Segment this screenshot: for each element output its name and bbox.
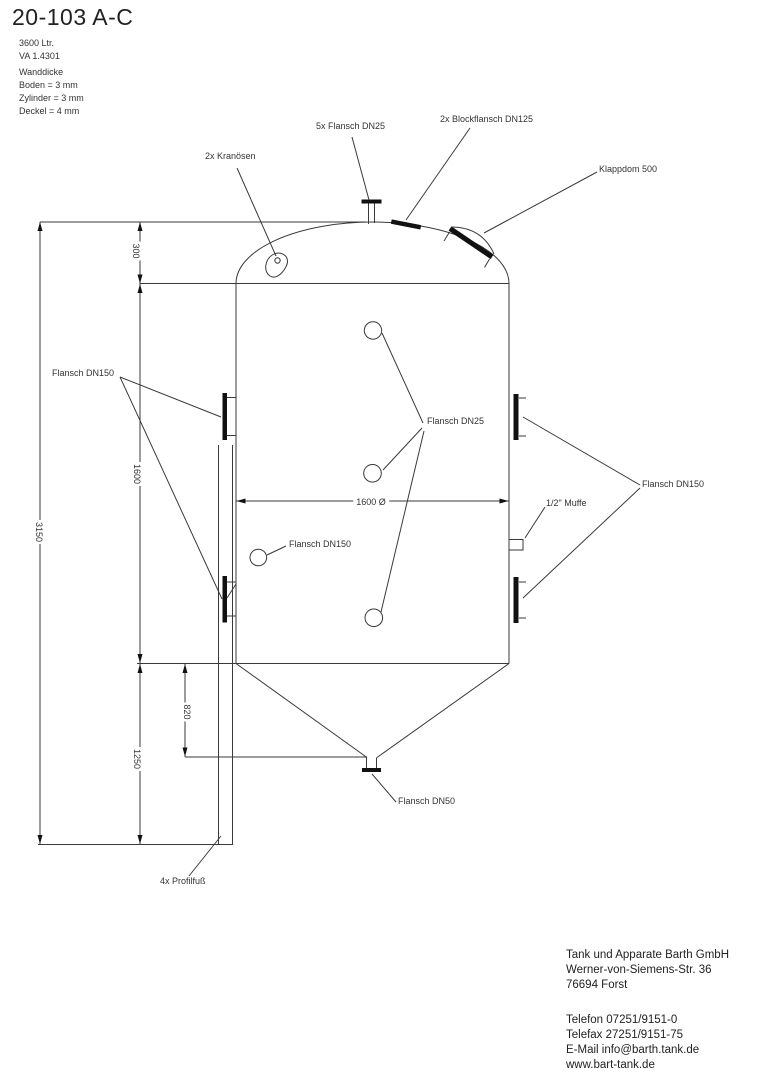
dim-arrow [137,835,143,844]
leader-line-dn150-mid [266,545,287,556]
drawing-title: 20-103 A-C [12,4,134,30]
dim-arrow [137,274,143,284]
company-city: 76694 Forst [566,979,628,991]
klappdom-plate [448,226,494,260]
leader-line-dn150-left [119,376,222,418]
callout-muffe: 1/2" Muffe [546,498,587,508]
dim-arrow [37,222,43,231]
callout-flansch-dn150-left: Flansch DN150 [52,368,115,378]
company-street: Werner-von-Siemens-Str. 36 [566,964,712,976]
spec-wall-lid: Deckel = 4 mm [19,106,80,116]
dim-label-300: 300 [131,241,141,261]
company-block: Tank und Apparate Barth GmbH Werner-von-… [566,948,729,1073]
dim-arrow [137,284,143,293]
kranoese-eye [265,252,288,278]
dim-label-1250: 1250 [132,746,142,772]
leader-line-dn150-right [522,487,641,599]
dim-arrow [182,664,188,673]
dim-label-820: 820 [182,702,192,722]
flange-plate-upper-left [222,393,227,440]
company-web: www.bart-tank.de [566,1059,655,1071]
flange-plate-lower-right [513,577,519,623]
flange-plate-upper-right [513,394,519,440]
company-email: E-Mail info@barth.tank.de [566,1044,700,1056]
leader-line-dn25 [382,427,423,471]
callout-klappdom: Klappdom 500 [599,164,658,174]
callout-flansch-dn150-mid: Flansch DN150 [289,539,352,549]
leader-hook [226,583,237,599]
callout-flansch-dn50: Flansch DN50 [398,796,456,806]
outlet-flange-plate [362,768,381,772]
callout-flansch-dn25: Flansch DN25 [427,416,485,426]
leader-line-kranoesen [236,167,277,257]
cone-left-slope [235,663,368,758]
spec-wall-heading: Wanddicke [19,67,64,77]
spec-volume: 3600 Ltr. [19,38,55,48]
klappdom-neck [443,231,450,242]
callout-flansch-dn150-right: Flansch DN150 [642,479,705,489]
leader-line-dn25 [380,430,425,613]
klappdom-neck [484,258,490,268]
company-fax: Telefax 27251/9151-75 [566,1029,684,1041]
dn25-nozzle-circle [363,321,383,340]
top-nozzle-flange-plate [361,199,382,204]
company-phone: Telefon 07251/9151-0 [566,1014,678,1026]
company-name: Tank und Apparate Barth GmbH [566,949,730,961]
leader-line-muffe [524,506,546,539]
leader-line-dn25 [381,332,424,424]
spec-wall-cylinder: Zylinder = 3 mm [19,93,84,103]
dim-arrow [182,747,188,757]
dim-arrow [137,664,143,673]
dn25-nozzle-circle [364,608,384,628]
dim-arrow [37,835,43,844]
dim-label-diameter: 1600 Ø [353,497,389,507]
dim-arrow [137,654,143,663]
dim-arrow [499,498,509,504]
tank-dome-arc [235,221,510,284]
leader-line-dn150-right [522,416,641,486]
dim-arrow [137,222,143,231]
flange-plate-lower-left [222,576,227,623]
dim-label-3150: 3150 [34,519,44,545]
blockflansch-plate [390,219,422,230]
callout-blockflansch: 2x Blockflansch DN125 [440,114,534,124]
dn150-nozzle-circle [249,548,268,567]
spec-material: VA 1.4301 [19,51,60,61]
leader-line-dn150-left [119,376,223,600]
muffe-socket [508,539,524,551]
dn25-nozzle-circle [363,464,382,483]
leader-line-blockflansch [405,127,471,221]
leader-line-klappdom [483,171,598,234]
callout-flansch-dn25-top: 5x Flansch DN25 [316,121,386,131]
dim-arrow [236,498,246,504]
callout-kranoesen: 2x Kranösen [205,151,256,161]
dim-arrows [37,222,509,844]
leader-line-profilfuss [188,835,222,877]
callout-profilfuss: 4x Profilfuß [160,876,206,886]
klappdom-lid-arc [450,226,495,255]
dim-label-1600: 1600 [132,461,142,487]
leader-line-dn50 [371,773,397,803]
leader-line-flansch-dn25-top [351,136,370,201]
spec-wall-bottom: Boden = 3 mm [19,80,78,90]
kranoese-hole [274,257,281,264]
cone-right-slope [376,663,510,758]
